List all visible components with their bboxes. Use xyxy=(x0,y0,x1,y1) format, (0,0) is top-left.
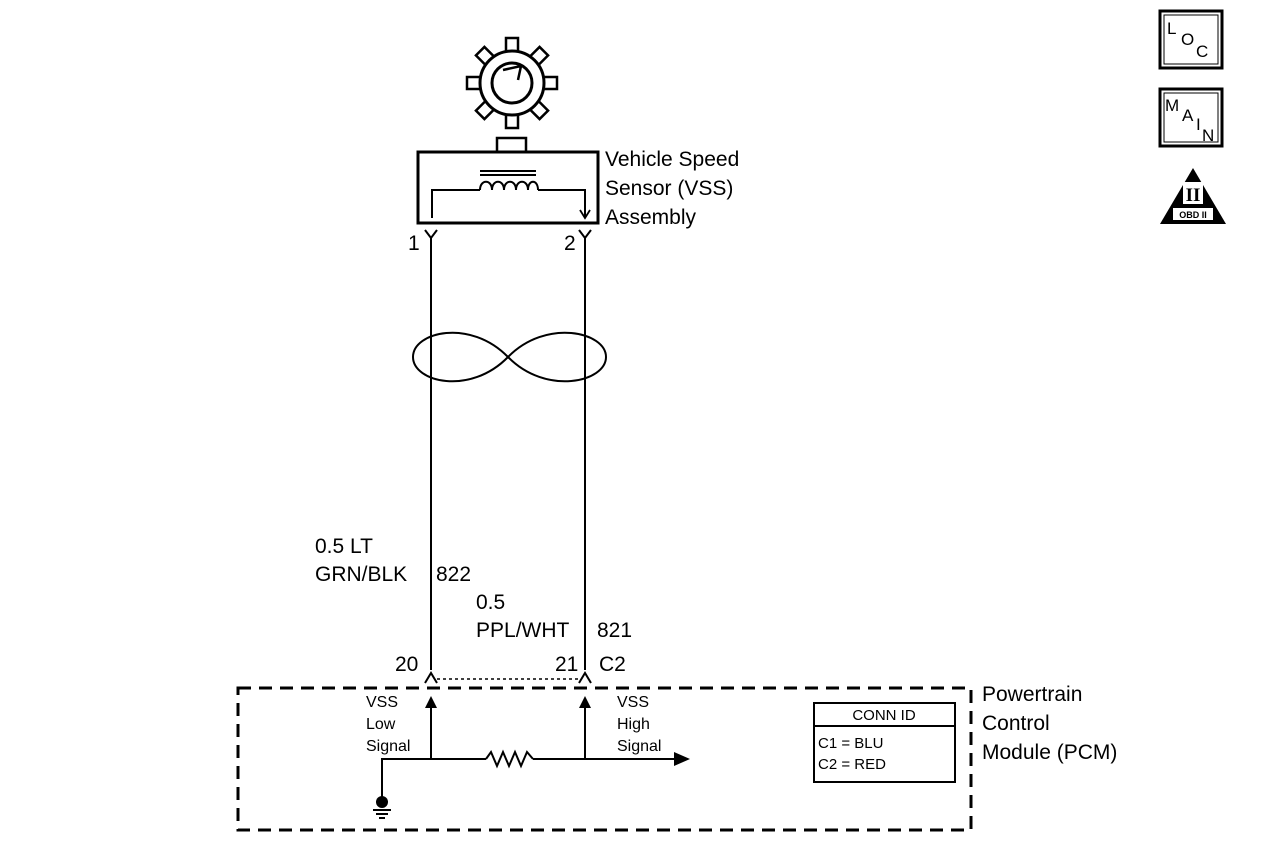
resistor-icon xyxy=(485,749,534,769)
sensor-name-line3: Assembly xyxy=(605,206,697,229)
svg-text:C: C xyxy=(1196,42,1208,61)
coil-icon xyxy=(479,180,539,191)
pcm-pin-20-connector xyxy=(424,671,438,684)
sensor-pin-1: 1 xyxy=(408,232,420,255)
pcm-pin-21-connector xyxy=(578,671,592,684)
wire-822-circuit: 822 xyxy=(436,563,471,586)
svg-text:A: A xyxy=(1182,106,1194,125)
conn-id-table: CONN ID C1 = BLU C2 = RED xyxy=(813,702,956,783)
svg-text:N: N xyxy=(1202,126,1214,145)
sensor-name-line2: Sensor (VSS) xyxy=(605,177,733,200)
svg-text:L: L xyxy=(1167,19,1176,38)
vss-high-signal-line3: Signal xyxy=(617,738,661,755)
wire-822-color: GRN/BLK xyxy=(315,563,407,586)
sensor-pin-2: 2 xyxy=(564,232,576,255)
vss-low-signal-line3: Signal xyxy=(366,738,410,755)
pcm-internal-circuit xyxy=(381,701,675,798)
conn-id-row-2: C2 = RED xyxy=(818,756,886,773)
reluctor-wheel-icon xyxy=(465,36,559,130)
wire-821-color: PPL/WHT xyxy=(476,619,570,642)
svg-text:I: I xyxy=(1196,115,1201,134)
svg-text:OBD II: OBD II xyxy=(1179,210,1207,220)
wire-822-gauge: 0.5 LT xyxy=(315,535,373,558)
svg-text:O: O xyxy=(1181,30,1194,49)
conn-id-row-1: C1 = BLU xyxy=(818,735,883,752)
pcm-connector-id: C2 xyxy=(599,653,626,676)
twisted-pair-icon xyxy=(411,331,608,383)
sensor-pin-2-connector xyxy=(578,229,592,240)
pcm-name-line1: Powertrain xyxy=(982,683,1082,706)
svg-text:M: M xyxy=(1165,96,1179,115)
vss-low-signal-line1: VSS xyxy=(366,694,398,711)
wire-821-circuit: 821 xyxy=(597,619,632,642)
vss-low-arrow-icon xyxy=(425,696,437,708)
pcm-pin-21: 21 xyxy=(555,653,578,676)
pcm-boundary xyxy=(236,686,973,832)
wire-821-gauge: 0.5 xyxy=(476,591,505,614)
pcm-name-line2: Control xyxy=(982,712,1050,735)
vss-high-signal-line1: VSS xyxy=(617,694,649,711)
ground-icon xyxy=(373,796,391,819)
main-icon: M A I N xyxy=(1158,87,1224,148)
signal-output-arrow-icon xyxy=(674,752,690,766)
sensor-tip xyxy=(495,136,528,154)
conn-id-title: CONN ID xyxy=(852,707,916,724)
pcm-name-line3: Module (PCM) xyxy=(982,741,1117,764)
vss-low-signal-line2: Low xyxy=(366,716,396,733)
loc-icon: L O C xyxy=(1158,9,1224,70)
vss-high-arrow-icon xyxy=(579,696,591,708)
sensor-name-line1: Vehicle Speed xyxy=(605,148,739,171)
pcm-pin-20: 20 xyxy=(395,653,418,676)
svg-text:II: II xyxy=(1186,185,1201,206)
sensor-pin-1-connector xyxy=(424,229,438,240)
obd-ii-icon: II OBD II xyxy=(1160,168,1226,224)
vss-sensor-housing xyxy=(416,150,600,225)
vss-high-signal-line2: High xyxy=(617,716,650,733)
